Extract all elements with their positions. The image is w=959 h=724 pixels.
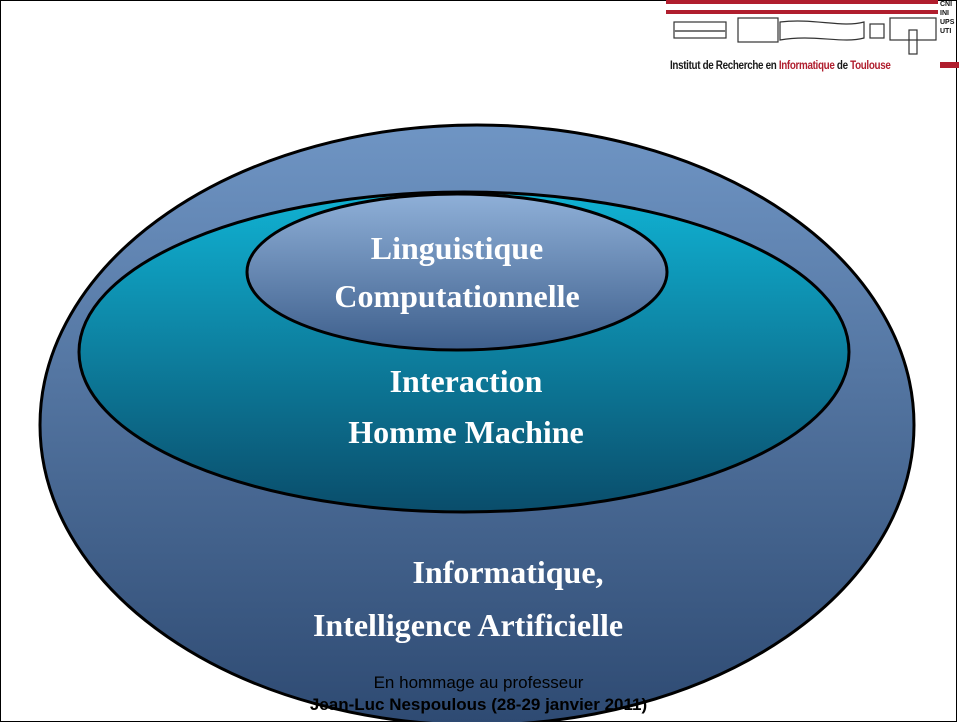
middle-label-line1: Interaction bbox=[390, 363, 543, 399]
logo-side-text: CNI INI UPS UTI bbox=[940, 1, 955, 35]
middle-label-line2: Homme Machine bbox=[348, 414, 584, 450]
inner-label-line1: Linguistique bbox=[371, 230, 544, 266]
irit-logo-mark bbox=[666, 0, 938, 55]
outer-label-line1: Informatique, bbox=[412, 554, 603, 590]
footer-tribute: En hommage au professeur bbox=[373, 673, 584, 692]
footer-name-date: Jean-Luc Nespoulous (28-29 janvier 2011) bbox=[309, 695, 648, 714]
inner-ellipse bbox=[245, 192, 669, 352]
logo-tagline: Institut de Recherche en Informatique de… bbox=[670, 58, 891, 72]
logo-red-bar bbox=[940, 62, 959, 68]
irit-logo: Institut de Recherche en Informatique de… bbox=[664, 0, 959, 100]
outer-label-line2: Intelligence Artificielle bbox=[313, 607, 623, 643]
inner-label-line2: Computationnelle bbox=[334, 278, 579, 314]
